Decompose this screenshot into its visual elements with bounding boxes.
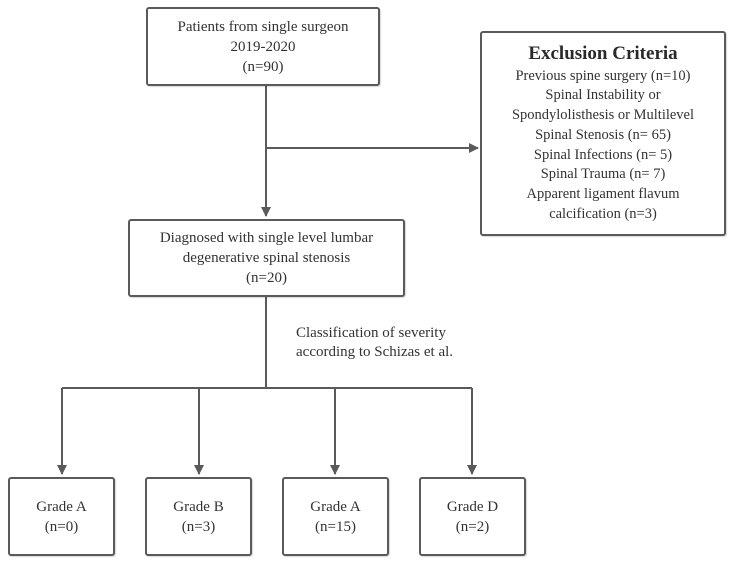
exclusion-line: Spinal Stenosis (n= 65): [535, 126, 671, 143]
exclusion-line: calcification (n=3): [549, 205, 657, 222]
diagnosed-line-1: Diagnosed with single level lumbar: [159, 230, 374, 246]
grade-count: (n=2): [455, 518, 490, 535]
grade-label: Grade B: [173, 498, 224, 515]
classification-annotation: Classification of severity according to …: [296, 324, 453, 362]
grade-count: (n=3): [181, 518, 216, 535]
classification-line-1: Classification of severity: [296, 325, 446, 341]
start-line-3: (n=90): [242, 58, 284, 75]
grade-box-1: Grade A (n=0): [8, 477, 115, 556]
diagnosed-box: Diagnosed with single level lumbar degen…: [128, 219, 405, 297]
exclusion-line: Apparent ligament flavum: [526, 185, 680, 202]
exclusion-line: Spinal Instability or: [545, 87, 661, 104]
diagnosed-line-3: (n=20): [246, 270, 287, 286]
grade-label: Grade D: [446, 498, 499, 515]
exclusion-line: Spondylolisthesis or Multilevel: [511, 107, 695, 124]
exclusion-line: Spinal Trauma (n= 7): [540, 166, 666, 183]
start-line-1: Patients from single surgeon: [177, 18, 349, 35]
grade-label: Grade A: [310, 498, 361, 515]
classification-line-2: according to Schizas et al.: [296, 344, 454, 360]
exclusion-title: Exclusion Criteria: [528, 42, 678, 64]
diagnosed-line-2: degenerative spinal stenosis: [182, 250, 351, 266]
grade-box-2: Grade B (n=3): [145, 477, 252, 556]
grade-box-3: Grade A (n=15): [282, 477, 389, 556]
exclusion-line: Spinal Infections (n= 5): [533, 146, 673, 163]
start-box: Patients from single surgeon 2019-2020 (…: [146, 7, 380, 86]
grade-box-4: Grade D (n=2): [419, 477, 526, 556]
exclusion-box: Exclusion Criteria Previous spine surger…: [480, 31, 726, 236]
start-line-2: 2019-2020: [230, 38, 296, 55]
grade-label: Grade A: [36, 498, 87, 515]
grade-count: (n=15): [315, 518, 356, 535]
exclusion-line: Previous spine surgery (n=10): [515, 67, 691, 84]
grade-count: (n=0): [44, 518, 79, 535]
